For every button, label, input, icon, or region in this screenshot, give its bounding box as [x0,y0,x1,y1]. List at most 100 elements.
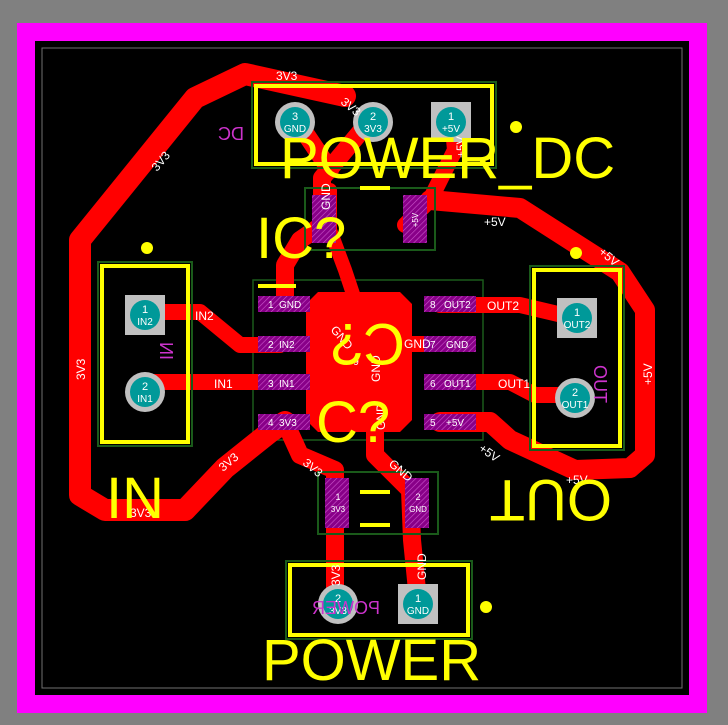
power-header-outline [288,563,470,637]
designator-cap-top: C? [331,311,405,376]
pad-number: 2 [572,387,578,399]
pad-net: GND [279,300,301,311]
pad-number: 1 [415,593,421,605]
ic-pad-5[interactable]: 5 +5V [424,414,476,430]
power-dc-pad-3[interactable]: 3 GND [275,102,315,142]
pad-number: 1 [448,111,454,123]
net-label: +5V [454,136,468,158]
ic-thermal-pad-number: 9 [353,357,359,368]
pin1-marker [570,247,582,259]
net-label: 3V3 [329,564,343,586]
power-header-pad-1[interactable]: 1 GND [398,584,438,624]
net-label: +5V [484,215,506,229]
designator-cap-mid: C? [316,390,390,455]
in-header-pad-2[interactable]: 2 IN1 [125,372,165,412]
net-label: OUT1 [498,377,530,391]
cap-bottom-pad-1[interactable]: 1 3V3 [325,478,349,528]
pad-number: 1 [142,304,148,316]
bottom-silk-power: POWER [312,598,380,618]
pad-net: GND [446,340,468,351]
ic-pad-4[interactable]: 4 3V3 [258,414,310,430]
out-header-mask [529,265,625,451]
pad-number: 6 [430,379,436,390]
pad-number: 4 [268,418,274,429]
ic-pad-7[interactable]: 7 GND [424,336,476,352]
pad-net: IN2 [279,340,295,351]
net-label: OUT2 [487,299,519,313]
power-dc-pad-2[interactable]: 2 3V3 [353,102,393,142]
net-label: +5V [641,363,655,385]
designator-ic: IC? [256,206,346,271]
ic-pad-8[interactable]: 8 OUT2 [424,296,476,312]
power-dc-mask [251,81,497,169]
board-edge-inner [41,47,683,689]
pad-net: +5V [442,124,460,135]
pad-number: 1 [574,307,580,319]
net-label: 3V3 [276,69,298,83]
net-label: GND [374,403,388,430]
pad-number: 2 [415,492,420,502]
in-header-outline [100,264,190,444]
pad-net: OUT1 [562,400,589,411]
pin1-marker [480,601,492,613]
pad-number: 3 [268,379,274,390]
pad-number: 7 [430,340,436,351]
ic-pad-1[interactable]: 1 GND [258,296,310,312]
pad-number: 2 [142,381,148,393]
pad-net: OUT1 [444,379,471,390]
bottom-silk-out: OUT [590,365,610,403]
pad-net: 3V3 [329,606,347,617]
designator-power-dc: POWER_DC [280,126,615,191]
cap-bottom-pad-2[interactable]: 2 GND [405,478,429,528]
pad-net: 3V3 [364,124,382,135]
in-header-mask [97,261,193,447]
cap-top-pad-1[interactable]: +5V [403,195,427,243]
pad-number: 2 [335,593,341,605]
pin1-marker [141,242,153,254]
designator-power: POWER [262,628,481,693]
power-dc-outline [254,84,494,166]
out-header-outline [532,268,622,448]
pin1-marker [510,121,522,133]
net-label: 3V3 [74,358,88,380]
pad-net: GND [409,505,427,514]
pad-number: 1 [268,300,274,311]
pad-net: OUT2 [564,320,591,331]
designator-in: IN [106,466,164,531]
ic-pad-3[interactable]: 3 IN1 [258,374,310,390]
power-header-pad-2[interactable]: 2 3V3 [318,584,358,624]
ic-pad-2[interactable]: 2 IN2 [258,336,310,352]
pad-net: OUT2 [444,300,471,311]
power-dc-pad-1[interactable]: 1 +5V [431,102,471,142]
ic-thermal-pour [306,292,412,432]
pad-number: 3 [292,111,298,123]
pad-net: GND [284,124,306,135]
net-label: GND [415,553,429,580]
out-header-pad-1[interactable]: 1 OUT2 [557,298,597,338]
in-header-pad-1[interactable]: 1 IN2 [125,295,165,335]
ic-pad-6[interactable]: 6 OUT1 [424,374,476,390]
pad-net: IN2 [137,317,153,328]
pad-number: 2 [268,340,274,351]
net-label: IN1 [214,377,233,391]
pad-number: 2 [370,111,376,123]
pad-net: IN1 [137,394,153,405]
pad-net: IN1 [279,379,295,390]
cap-bottom-outline [317,471,439,535]
net-label: +5V [566,473,588,487]
designator-out: OUT [490,467,612,532]
pad-net: +5V [446,418,464,429]
out-header-pad-2[interactable]: 2 OUT1 [555,378,595,418]
pad-net: +5V [411,212,420,227]
power-header-mask [285,560,473,640]
net-label: GND [319,183,333,210]
pad-net: 3V3 [331,505,346,514]
bottom-silk-in: IN [156,342,176,360]
pad-number: 5 [430,418,436,429]
net-label: GND [369,355,383,382]
pad-number: 8 [430,300,436,311]
cap-top-pad-2[interactable] [312,195,336,243]
bottom-silk-power-dc: DC [218,124,244,144]
